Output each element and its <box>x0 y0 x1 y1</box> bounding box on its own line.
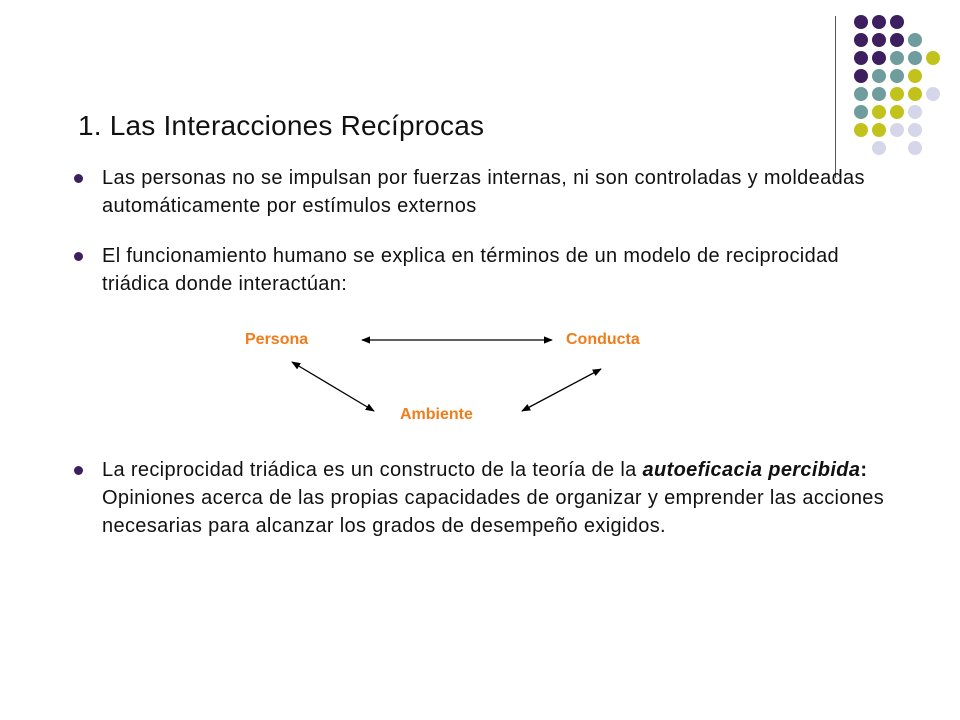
bullet-text: El funcionamiento humano se explica en t… <box>102 245 840 295</box>
vertical-divider <box>835 16 836 178</box>
bullet-text-rest: Opiniones acerca de las propias capacida… <box>102 487 885 537</box>
arrow-persona-ambiente <box>291 361 375 412</box>
bullet-text-intro: La reciprocidad triádica es un construct… <box>102 459 643 481</box>
bullet-item-3: La reciprocidad triádica es un construct… <box>74 456 892 540</box>
bullet-term-autoeficacia: autoeficacia percibida <box>642 459 861 481</box>
bullet-text: Las personas no se impulsan por fuerzas … <box>102 167 865 217</box>
bullet-colon: : <box>860 459 868 481</box>
label-ambiente: Ambiente <box>400 406 473 423</box>
decorative-dot-grid <box>854 15 940 155</box>
label-persona: Persona <box>245 331 309 348</box>
label-conducta: Conducta <box>566 331 640 348</box>
bullet-item-1: Las personas no se impulsan por fuerzas … <box>74 164 892 220</box>
arrow-conducta-ambiente <box>521 368 602 412</box>
slide-title: 1. Las Interacciones Recíprocas <box>78 110 485 141</box>
bullet-item-2: El funcionamiento humano se explica en t… <box>74 242 892 298</box>
